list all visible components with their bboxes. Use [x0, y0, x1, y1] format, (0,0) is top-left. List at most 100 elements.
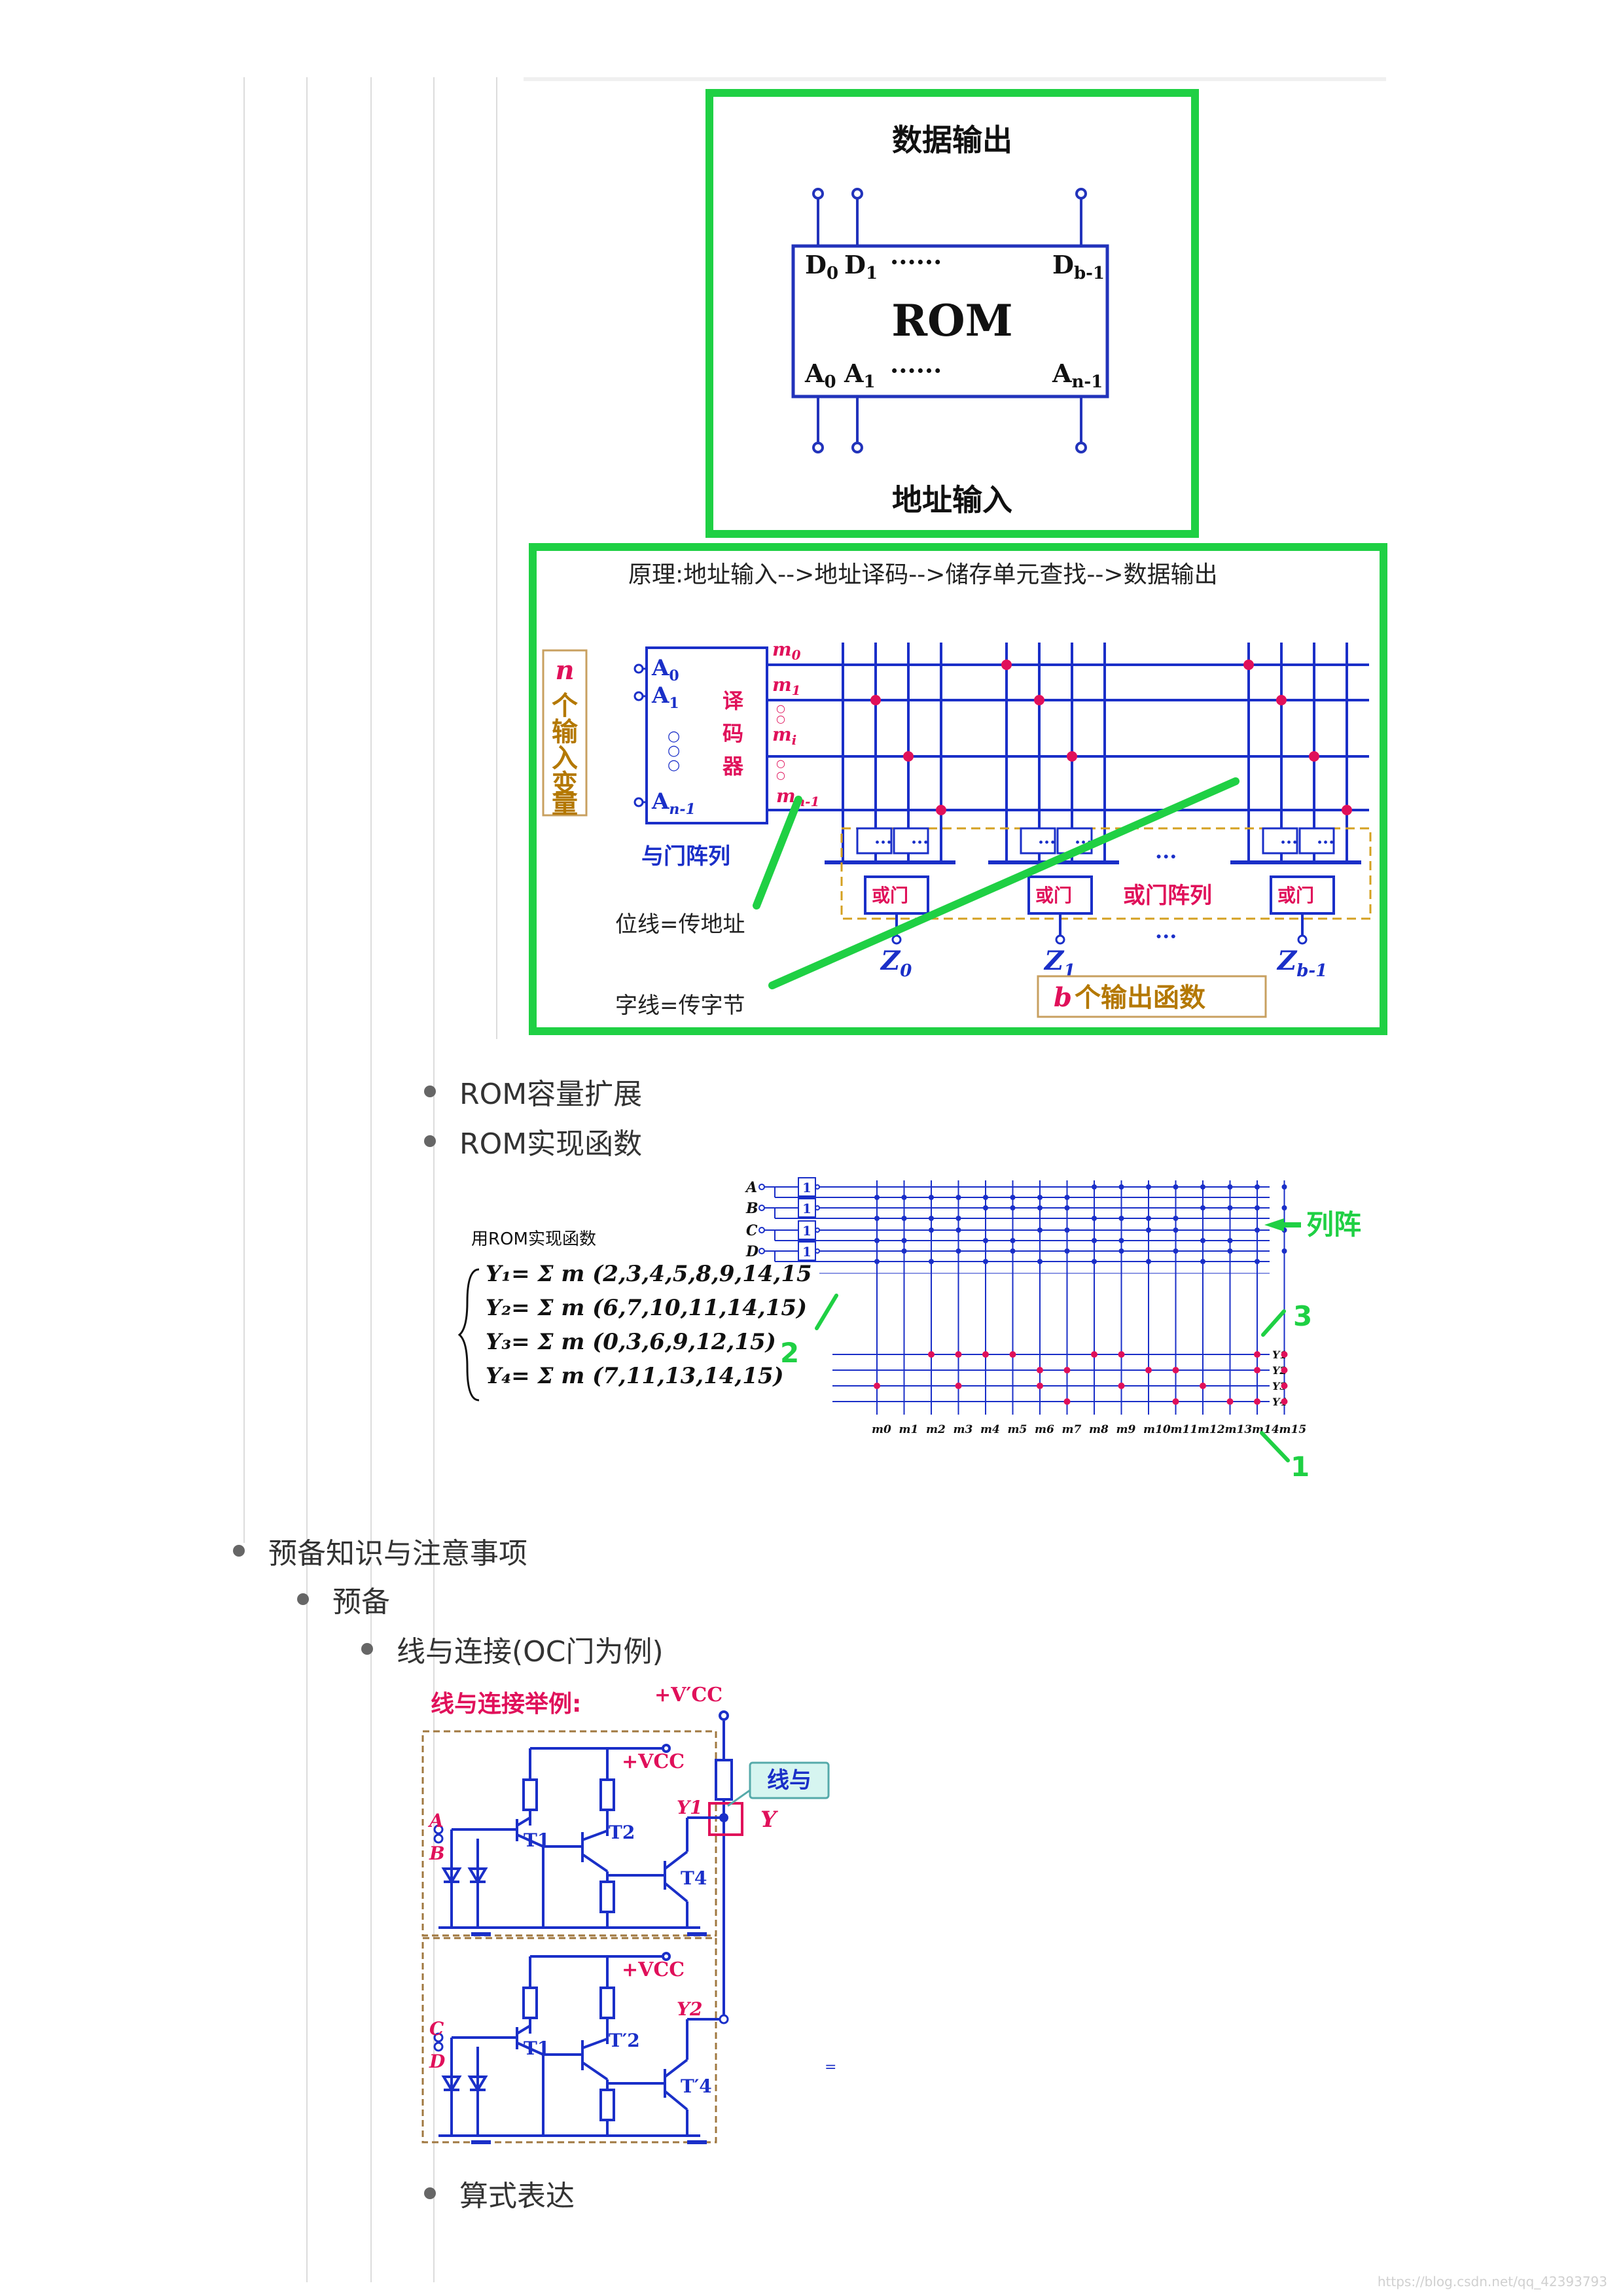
d0-label: D0: [805, 250, 838, 283]
b-outputs-b: b: [1054, 982, 1072, 1013]
input-d-label: D: [429, 2051, 446, 2072]
output-dot: [982, 1351, 989, 1358]
output-dot: [1037, 1383, 1043, 1389]
minterm-label: m2: [926, 1423, 946, 1436]
annot-1: 1: [1291, 1451, 1310, 1479]
input-label-b: B: [745, 1200, 758, 1217]
svg-text:○: ○: [776, 713, 785, 725]
svg-text:Zb-1: Zb-1: [1276, 945, 1327, 981]
b-outputs-box: [1037, 975, 1267, 1018]
svg-text:···: ···: [874, 833, 892, 853]
address-dot: [1037, 1195, 1043, 1200]
word-line-annotation-stroke: [768, 777, 1240, 989]
svg-text:或门: 或门: [1035, 885, 1072, 906]
output-dot: [1254, 1351, 1260, 1358]
equation-brace: [457, 1268, 480, 1402]
output-dot: [1254, 1367, 1260, 1373]
principle-text: 原理:地址输入-->地址译码-->储存单元查找-->数据输出: [628, 561, 1218, 588]
output-dot: [1172, 1367, 1179, 1373]
rom-function-figure: 用ROM实现函数 Y₁= Σ m (2,3,4,5,8,9,14,15 Y₂= …: [457, 1171, 1400, 1483]
buffer-gate: [798, 1198, 816, 1218]
list-item: 预备知识与注意事项: [233, 1530, 527, 1572]
address-dot: [1118, 1184, 1124, 1190]
address-dot: [1173, 1184, 1179, 1190]
item-prep-knowledge: 预备知识与注意事项: [268, 1537, 527, 1570]
list-item: 算式表达: [424, 2172, 575, 2214]
address-dot: [929, 1259, 934, 1264]
svg-text:码: 码: [722, 721, 743, 746]
minterm-label: m10: [1143, 1423, 1171, 1436]
n-input-box: [542, 649, 588, 817]
wired-and-callout: [749, 1761, 830, 1799]
y1-label: Y1: [677, 1797, 702, 1818]
a0-label: A0: [804, 359, 836, 392]
input-pin: [758, 1227, 765, 1233]
svg-text:A1: A1: [651, 682, 679, 712]
a-dots: ······: [890, 356, 942, 385]
connection-dots: [870, 660, 1352, 815]
output-dot: [1254, 1398, 1260, 1405]
buffer-bubble: [815, 1248, 820, 1254]
buffer-label: 1: [802, 1244, 812, 1260]
item-rom-function: ROM实现函数: [459, 1127, 643, 1161]
t1p-label: T1: [524, 2038, 550, 2059]
address-dot: [1146, 1184, 1151, 1190]
stray-mark: =: [825, 2059, 836, 2075]
item-prep: 预备: [332, 1585, 390, 1619]
list-item: ROM实现函数: [424, 1120, 642, 1162]
address-dot: [929, 1195, 934, 1200]
address-dot: [1146, 1259, 1151, 1264]
list-guide-2: [306, 77, 308, 2282]
svg-text:···: ···: [1038, 833, 1056, 853]
address-dot: [1092, 1238, 1097, 1243]
address-dot: [1146, 1227, 1151, 1233]
annot-2-stroke: [815, 1294, 838, 1330]
annot-3: 3: [1293, 1300, 1312, 1332]
rom-chip: [791, 244, 1109, 398]
list-guide-3: [370, 77, 372, 2282]
wired-and-figure: 线与连接举例: +V′CC Y 线与: [412, 1675, 870, 2146]
db-label: Db-1: [1052, 250, 1105, 283]
input-label-a: A: [745, 1179, 757, 1196]
bit-lines: [825, 643, 1361, 864]
y2-label: Y2: [677, 1998, 702, 2020]
minterm-label: m4: [980, 1423, 1000, 1436]
svg-text:○: ○: [776, 702, 785, 715]
svg-text:Z0: Z0: [880, 945, 912, 981]
output-dot: [1037, 1367, 1043, 1373]
address-dot: [1092, 1216, 1097, 1221]
svg-text:译: 译: [722, 688, 744, 713]
minterm-label: m15: [1279, 1423, 1307, 1436]
output-dot: [1118, 1351, 1125, 1358]
minterm-label: m11: [1171, 1423, 1198, 1436]
svg-text:或门: 或门: [1277, 885, 1314, 906]
address-dot: [1255, 1184, 1260, 1190]
minterm-label: m6: [1035, 1423, 1054, 1436]
input-a-label: A: [427, 1810, 444, 1831]
address-dot: [1118, 1248, 1124, 1254]
word-lines: [767, 663, 1369, 811]
output-dot: [1145, 1367, 1152, 1373]
input-c-label: C: [429, 2018, 444, 2040]
svg-text:m1: m1: [772, 674, 801, 698]
output-dot: [1281, 1351, 1288, 1358]
rom-block-diagram: 数据输出 D0 D1 ······ Db-1 ROM A0 A1 ······ …: [791, 122, 1109, 518]
address-dot: [1173, 1216, 1179, 1221]
buffer-label: 1: [802, 1201, 812, 1216]
minterm-label: m1: [899, 1423, 919, 1436]
minterm-label: m14: [1252, 1423, 1279, 1436]
address-dot: [1227, 1205, 1233, 1210]
n-var-n: n: [555, 655, 574, 686]
svg-text:器: 器: [722, 754, 744, 779]
address-dot: [1255, 1259, 1260, 1264]
vcc-label-2: +VCC: [622, 1958, 685, 1981]
rom-function-caption: 用ROM实现函数: [471, 1229, 596, 1249]
address-dot: [955, 1248, 961, 1254]
svg-text:mi: mi: [772, 724, 796, 748]
item-wired-and: 线与连接(OC门为例): [397, 1635, 664, 1669]
minterm-label: m0: [872, 1423, 891, 1436]
address-dot: [1010, 1248, 1016, 1254]
annot-2: 2: [780, 1337, 799, 1369]
a1-label: A1: [844, 359, 876, 392]
svg-text:···: ···: [1155, 924, 1177, 949]
